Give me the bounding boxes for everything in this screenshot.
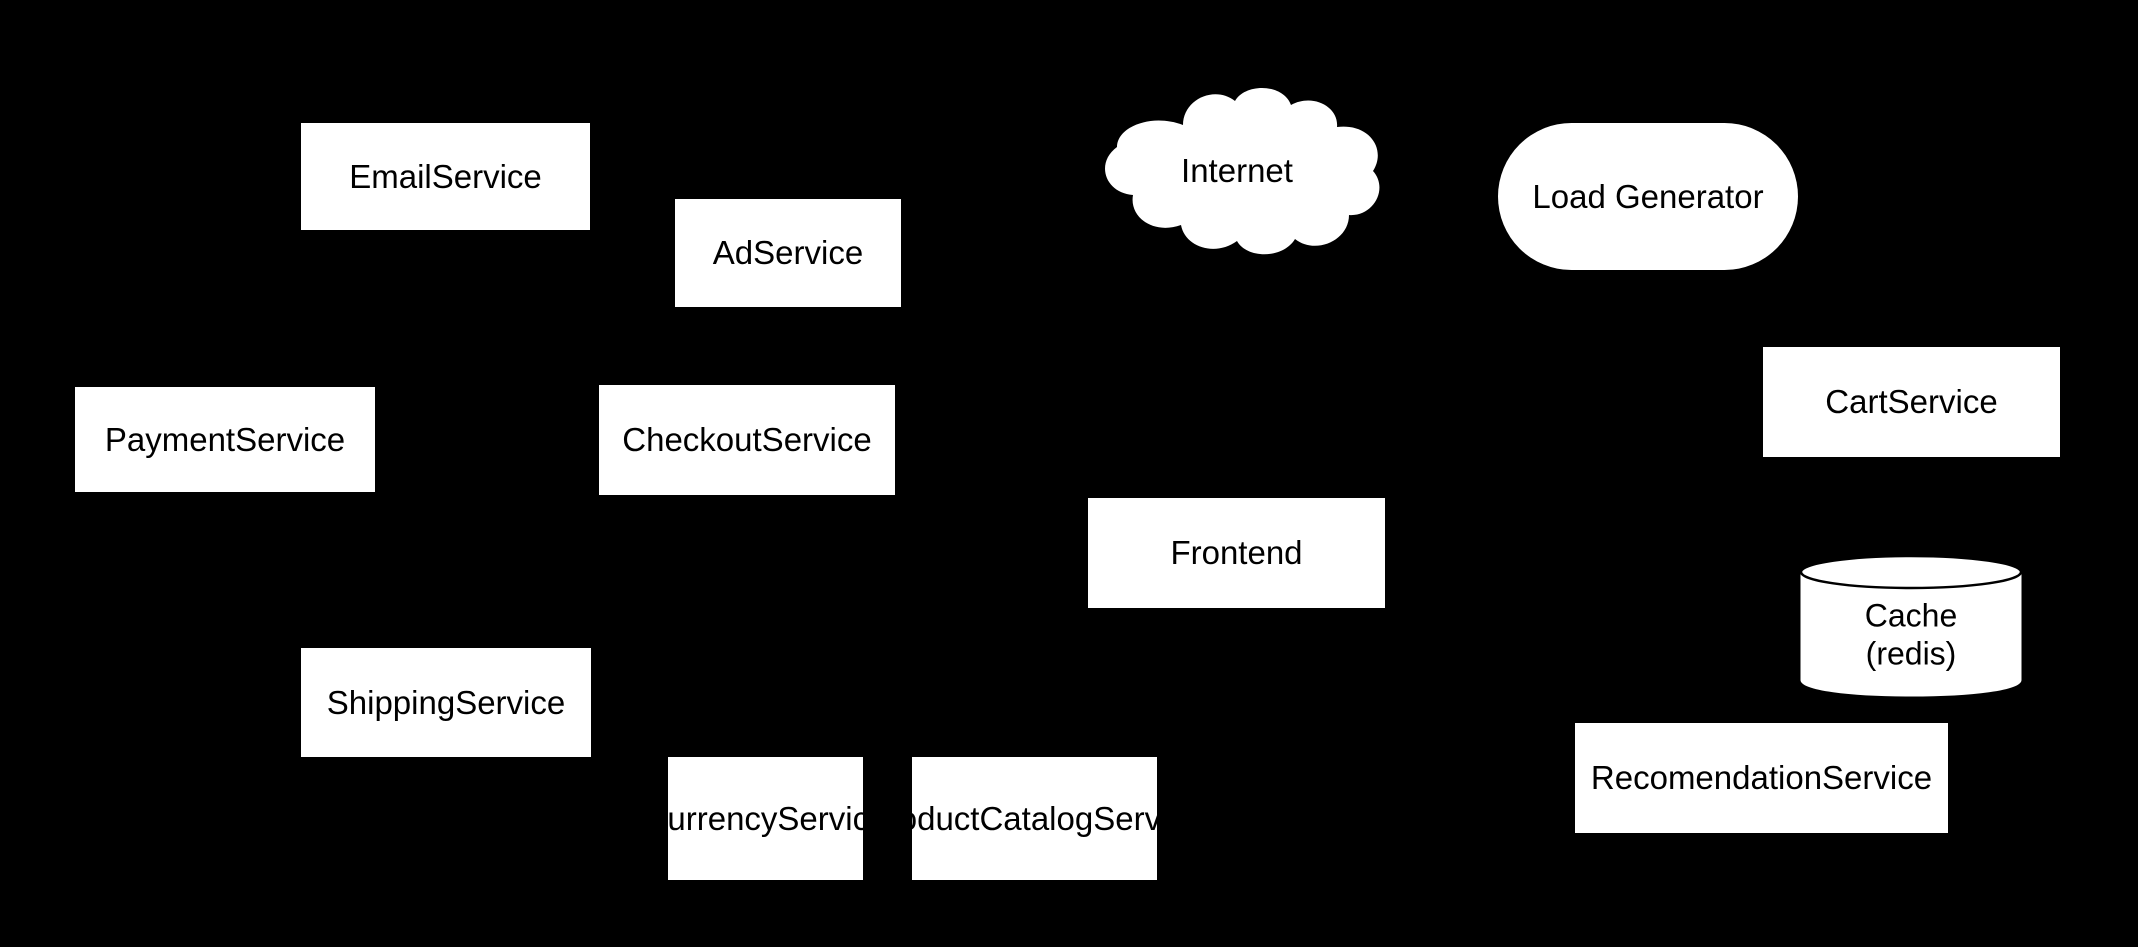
node-label-checkout-service: CheckoutService — [622, 421, 872, 459]
node-ad-service[interactable]: AdService — [675, 199, 901, 307]
node-currency-service[interactable]: CurrencyService — [644, 757, 887, 880]
node-email-service[interactable]: EmailService — [301, 123, 590, 230]
node-internet[interactable]: Internet — [1087, 83, 1387, 258]
node-label-ad-service: AdService — [712, 234, 864, 272]
node-label-email-service: EmailService — [349, 157, 542, 195]
node-shipping-service[interactable]: ShippingService — [301, 648, 591, 757]
node-cart-service[interactable]: CartService — [1763, 347, 2060, 457]
node-label-product-catalog-service: ProductCatalogService — [865, 799, 1204, 837]
database-cylinder-icon — [1799, 554, 2023, 697]
node-label-frontend: Frontend — [1170, 534, 1303, 572]
node-label-recomendation-service: RecomendationService — [1590, 759, 1933, 797]
node-payment-service[interactable]: PaymentService — [75, 387, 375, 492]
node-load-generator[interactable]: Load Generator — [1498, 123, 1798, 270]
cloud-icon — [1105, 87, 1380, 255]
node-label-payment-service: PaymentService — [104, 420, 346, 458]
node-product-catalog-service[interactable]: ProductCatalogService — [866, 757, 1203, 880]
node-label-cart-service: CartService — [1825, 383, 1998, 421]
node-label-load-generator: Load Generator — [1532, 177, 1764, 215]
node-recomendation-service[interactable]: RecomendationService — [1575, 723, 1948, 833]
node-checkout-service[interactable]: CheckoutService — [599, 385, 895, 495]
node-cache-redis[interactable]: Cache (redis) — [1799, 554, 2023, 698]
node-frontend[interactable]: Frontend — [1088, 498, 1385, 608]
node-label-currency-service: CurrencyService — [643, 799, 888, 837]
node-label-shipping-service: ShippingService — [326, 683, 566, 721]
